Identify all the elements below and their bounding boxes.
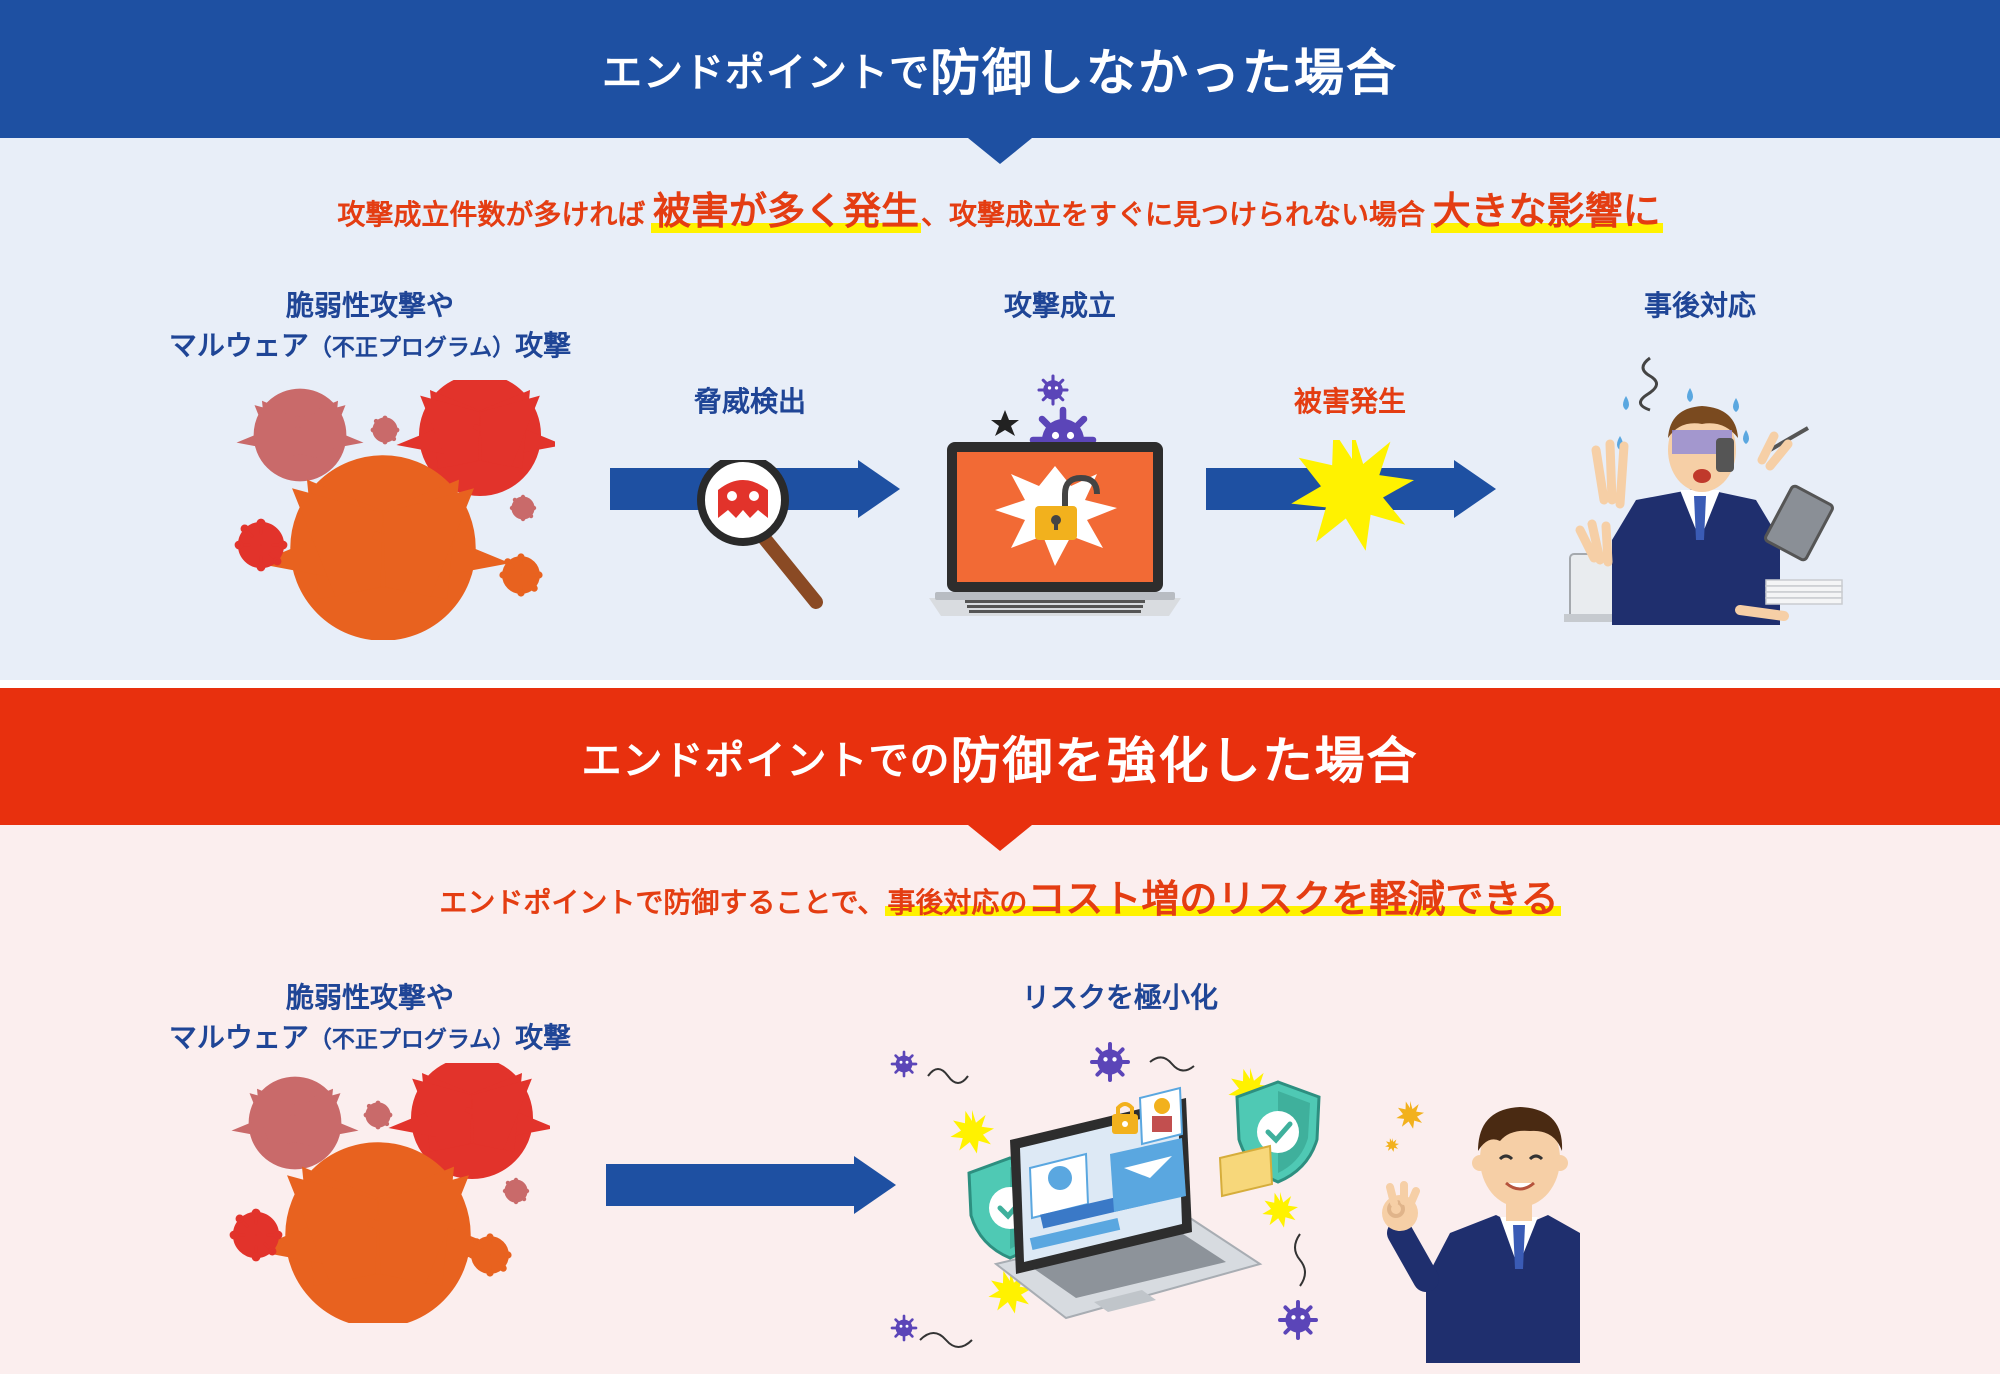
bottom-banner: エンドポイントでの 防御を強化した場合 bbox=[0, 688, 2000, 825]
attack-label-line1: 脆弱性攻撃や bbox=[285, 289, 454, 322]
bottom-headline-part2: 事後対応の bbox=[887, 886, 1028, 919]
bottom-attack-label: 脆弱性攻撃や マルウェア（不正プログラム）攻撃 bbox=[130, 978, 610, 1060]
virus-cluster-icon bbox=[220, 1063, 550, 1323]
section-with-defense: エンドポイントでの 防御を強化した場合 エンドポイントで防御することで、事後対応… bbox=[0, 688, 2000, 1374]
bottom-banner-pointer bbox=[968, 825, 1032, 851]
bottom-headline-part3: コスト増のリスクを軽減できる bbox=[1027, 877, 1559, 921]
bottom-banner-prefix: エンドポイントでの bbox=[581, 737, 951, 784]
bottom-headline: エンドポイントで防御することで、事後対応のコスト増のリスクを軽減できる bbox=[0, 868, 2000, 923]
virus-cluster-icon bbox=[225, 380, 555, 640]
magnifier-icon bbox=[697, 460, 823, 609]
top-banner: エンドポイントで 防御しなかった場合 bbox=[0, 0, 2000, 138]
attack-label-line1: 脆弱性攻撃や bbox=[285, 981, 454, 1014]
bottom-banner-title: 防御を強化した場合 bbox=[950, 731, 1419, 790]
top-banner-title: 防御しなかった場合 bbox=[930, 44, 1398, 102]
arrow-to-success bbox=[610, 460, 900, 609]
secure-laptop-icon bbox=[880, 1028, 1340, 1348]
top-headline-part2: 被害が多く発生 bbox=[650, 189, 921, 233]
top-banner-prefix: エンドポイントで bbox=[602, 50, 930, 96]
top-attack-label: 脆弱性攻撃や マルウェア（不正プログラム）攻撃 bbox=[130, 286, 610, 368]
top-headline-part1: 攻撃成立件数が多ければ bbox=[337, 198, 646, 231]
attack-label-line2: マルウェア（不正プログラム）攻撃 bbox=[168, 1021, 572, 1054]
attack-label-line2: マルウェア（不正プログラム）攻撃 bbox=[168, 329, 572, 362]
success-label: 攻撃成立 bbox=[1003, 289, 1116, 322]
top-headline: 攻撃成立件数が多ければ 被害が多く発生、攻撃成立をすぐに見つけられない場合 大き… bbox=[0, 180, 2000, 235]
top-banner-pointer bbox=[968, 138, 1032, 164]
response-label: 事後対応 bbox=[1643, 289, 1756, 322]
bottom-headline-part1: エンドポイントで防御することで、 bbox=[439, 886, 886, 919]
arrow-to-response bbox=[1206, 440, 1496, 551]
minimize-label: リスクを極小化 bbox=[1021, 981, 1218, 1014]
section-without-defense: エンドポイントで 防御しなかった場合 攻撃成立件数が多ければ 被害が多く発生、攻… bbox=[0, 0, 2000, 680]
top-headline-part4: 大きな影響に bbox=[1430, 189, 1663, 233]
damage-label: 被害発生 bbox=[1293, 385, 1406, 418]
ok-businessman-icon bbox=[1382, 1101, 1580, 1363]
laptop-unlocked-icon bbox=[929, 370, 1181, 616]
panicked-businessman-icon bbox=[1564, 356, 1843, 625]
detect-label: 脅威検出 bbox=[693, 385, 806, 418]
top-headline-part3: 、攻撃成立をすぐに見つけられない場合 bbox=[921, 198, 1426, 231]
arrow-to-minimize bbox=[606, 1156, 896, 1214]
